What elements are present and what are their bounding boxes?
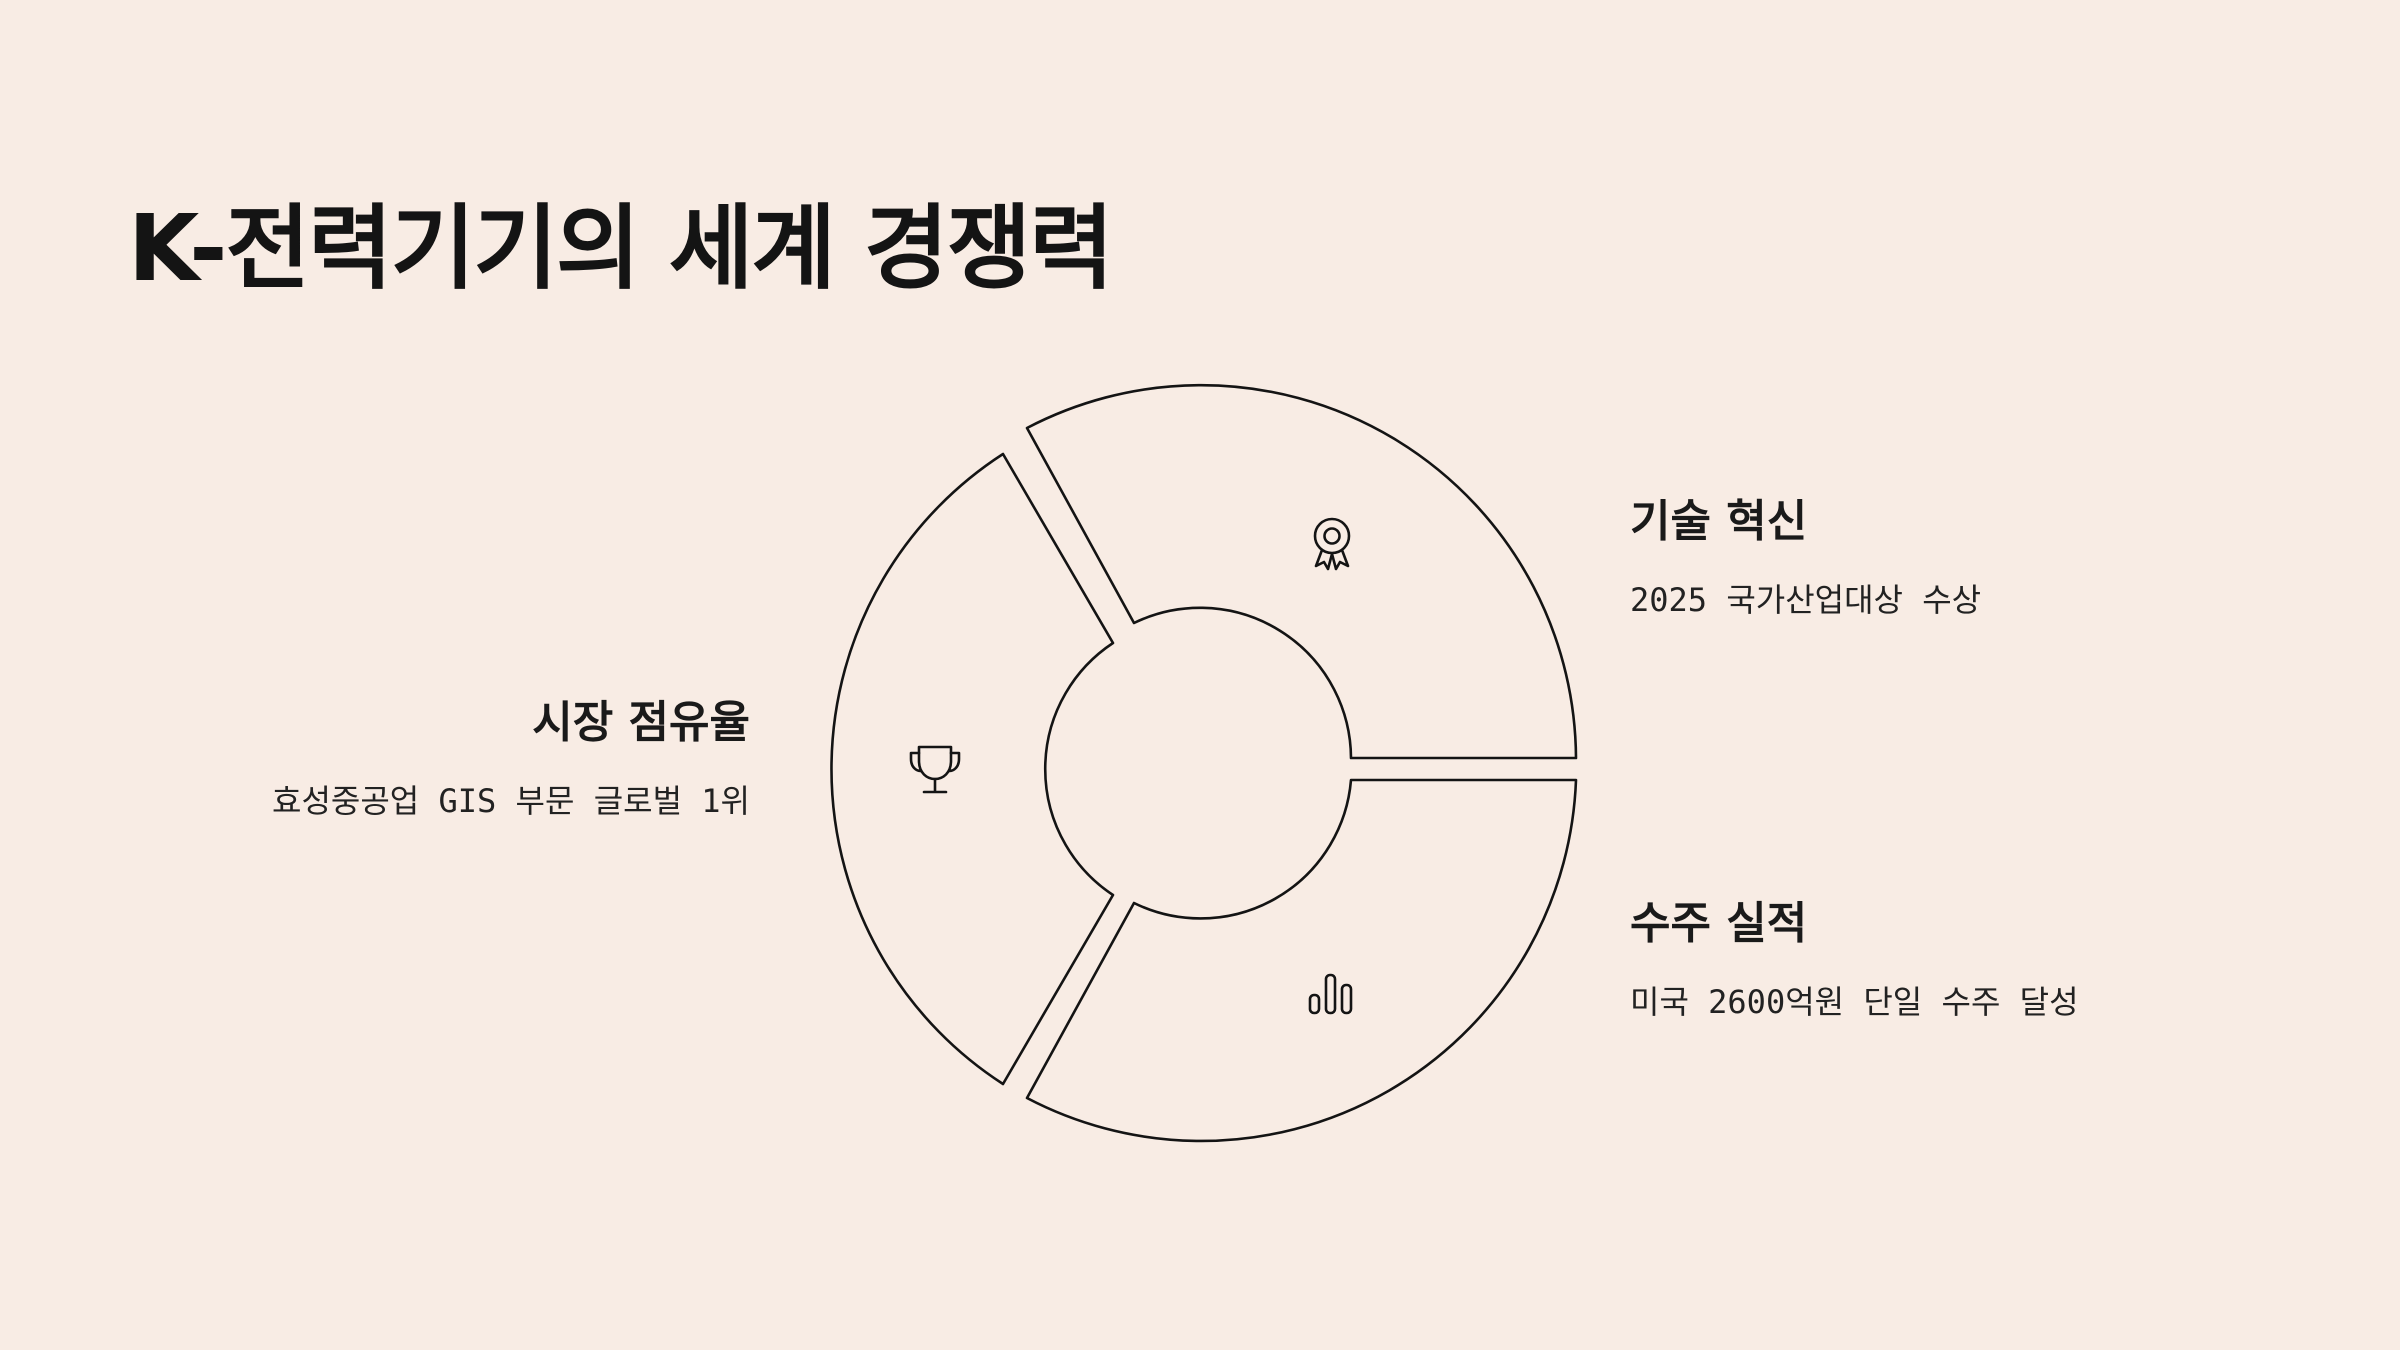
page-title: K-전력기기의 세계 경쟁력 xyxy=(128,195,1114,302)
label-tech-title: 기술 혁신 xyxy=(1630,496,1808,547)
bar-chart-icon xyxy=(1308,973,1353,1015)
label-orders-title: 수주 실적 xyxy=(1630,898,1808,949)
segment-share xyxy=(830,452,1115,1086)
segment-tech xyxy=(1025,383,1578,760)
label-share: 시장 점유율 효성중공업 GIS 부문 글로벌 1위 xyxy=(272,697,750,820)
label-tech-description: 2025 국가산업대상 수상 xyxy=(1630,580,1982,619)
label-orders-description: 미국 2600억원 단일 수주 달성 xyxy=(1630,982,2079,1021)
segment-orders xyxy=(1025,778,1578,1143)
label-share-title: 시장 점유율 xyxy=(532,697,750,748)
trophy-icon xyxy=(909,745,961,794)
award-icon xyxy=(1313,517,1351,571)
label-orders: 수주 실적 미국 2600억원 단일 수주 달성 xyxy=(1630,898,2079,1021)
label-tech: 기술 혁신 2025 국가산업대상 수상 xyxy=(1630,496,1981,619)
label-share-description: 효성중공업 GIS 부문 글로벌 1위 xyxy=(272,781,750,820)
